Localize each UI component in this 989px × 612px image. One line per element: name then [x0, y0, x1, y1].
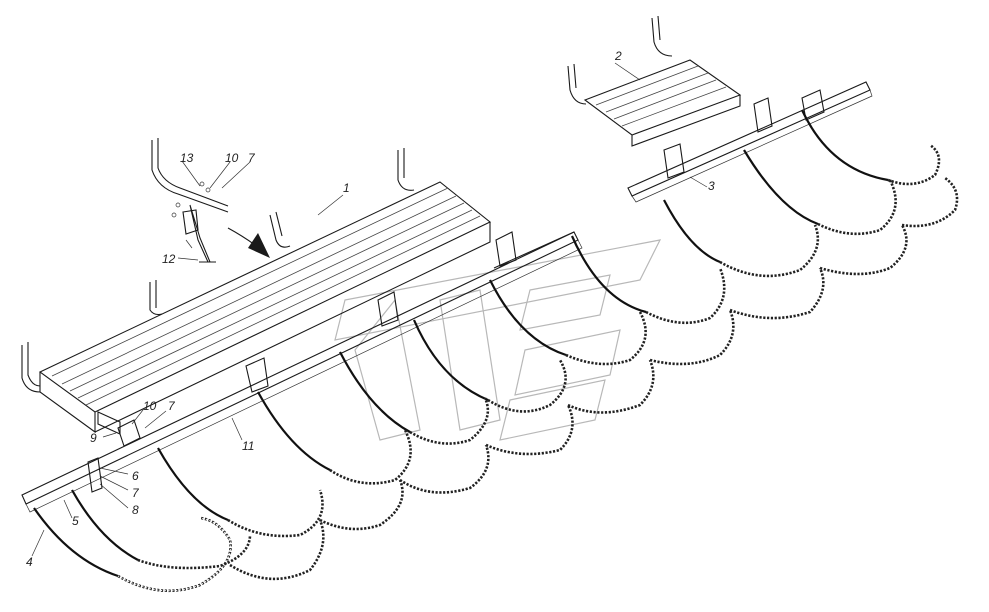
callout-12: 12 [162, 252, 176, 266]
callout-3: 3 [708, 179, 715, 193]
main-platform [21, 148, 492, 435]
callout-8: 8 [132, 503, 139, 517]
callout-1: 1 [343, 181, 350, 195]
secondary-bar [627, 81, 873, 203]
callout-10-upper: 10 [225, 151, 239, 165]
callout-7-upper: 7 [248, 151, 256, 165]
main-bar [21, 231, 583, 513]
small-platform [567, 15, 742, 147]
chains [117, 143, 959, 593]
exploded-bracket [151, 138, 270, 263]
ropes [33, 109, 889, 578]
callout-6: 6 [132, 469, 139, 483]
callout-4: 4 [26, 555, 33, 569]
callout-7-middle: 7 [168, 399, 176, 413]
callout-10-lower: 10 [143, 399, 157, 413]
callout-9: 9 [90, 431, 97, 445]
callout-13: 13 [180, 151, 194, 165]
callout-11: 11 [242, 439, 254, 453]
callout-5: 5 [72, 514, 79, 528]
callout-2: 2 [614, 49, 622, 63]
callout-7-lower: 7 [132, 486, 140, 500]
leader-lines [31, 62, 708, 557]
